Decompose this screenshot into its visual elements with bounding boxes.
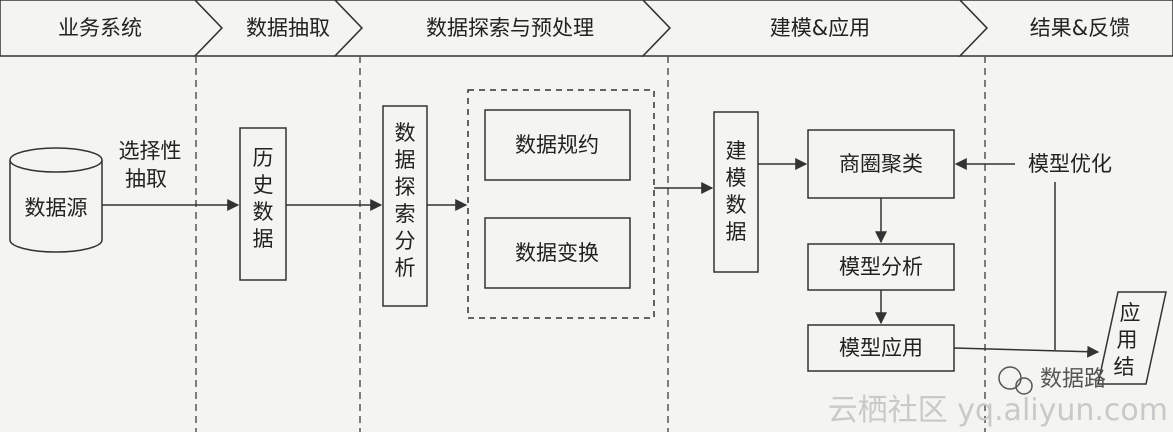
data-transform-label: 数据变换 — [515, 241, 599, 265]
model-optimize-label: 模型优化 — [1028, 152, 1112, 176]
cluster-box — [807, 129, 955, 199]
model-apply-label: 模型应用 — [839, 336, 923, 360]
data-transform-box — [484, 217, 631, 289]
stage-label-explore: 数据探索与预处理 — [426, 16, 594, 40]
explore-analysis-box — [382, 105, 428, 307]
svg-text:分: 分 — [395, 229, 416, 253]
model-apply-box — [807, 324, 955, 372]
model-analysis-label: 模型分析 — [839, 255, 923, 279]
stage-header: 业务系统 数据抽取 数据探索与预处理 建模&应用 结果&反馈 — [0, 0, 1173, 57]
svg-text:数: 数 — [395, 121, 416, 145]
preprocessing-group — [467, 89, 655, 319]
history-data-label: 历 史 数 据 — [253, 146, 274, 251]
data-source-cylinder: 数据源 — [9, 147, 103, 253]
stage-chevron-result — [958, 0, 1173, 57]
svg-text:用: 用 — [1117, 328, 1138, 352]
arrow-apply-to-result — [953, 345, 1100, 358]
explore-analysis-label: 数 据 探 索 分 析 — [395, 121, 416, 280]
svg-text:索: 索 — [395, 202, 416, 226]
watermark: 数据路 云栖社区 yq.aliyun.com — [828, 366, 1168, 428]
svg-text:据: 据 — [253, 227, 274, 251]
history-data-box — [239, 127, 287, 281]
svg-text:应: 应 — [1120, 301, 1141, 325]
svg-text:据: 据 — [726, 220, 747, 244]
svg-text:数: 数 — [253, 200, 274, 224]
svg-text:史: 史 — [253, 173, 274, 197]
extract-label-line1: 选择性 — [119, 139, 182, 163]
cluster-label: 商圈聚类 — [839, 152, 923, 176]
svg-text:建: 建 — [726, 139, 747, 163]
stage-label-business: 业务系统 — [58, 16, 142, 40]
svg-text:数: 数 — [726, 193, 747, 217]
svg-text:结: 结 — [1114, 355, 1135, 379]
result-apply-box — [1097, 291, 1167, 385]
flow-arrows — [102, 158, 1100, 358]
column-separators — [195, 56, 986, 432]
result-apply-label: 应 用 结 — [1114, 301, 1141, 379]
svg-text:析: 析 — [395, 256, 416, 280]
svg-text:探: 探 — [395, 175, 416, 199]
watermark-logo-text: 数据路 — [1040, 367, 1106, 392]
stage-label-model: 建模&应用 — [770, 16, 870, 40]
model-data-label: 建 模 数 据 — [726, 139, 747, 244]
data-reduction-box — [484, 109, 631, 181]
data-reduction-label: 数据规约 — [515, 133, 599, 157]
svg-text:模: 模 — [726, 166, 747, 190]
data-source-label: 数据源 — [25, 196, 88, 220]
watermark-text: 云栖社区 yq.aliyun.com — [828, 393, 1168, 428]
model-data-box — [713, 111, 759, 273]
stage-label-extract: 数据抽取 — [246, 16, 330, 40]
stage-label-result: 结果&反馈 — [1030, 16, 1130, 40]
svg-text:历: 历 — [253, 146, 274, 170]
wechat-icon — [998, 366, 1022, 390]
svg-text:据: 据 — [395, 148, 416, 172]
extract-label-line2: 抽取 — [125, 167, 167, 191]
